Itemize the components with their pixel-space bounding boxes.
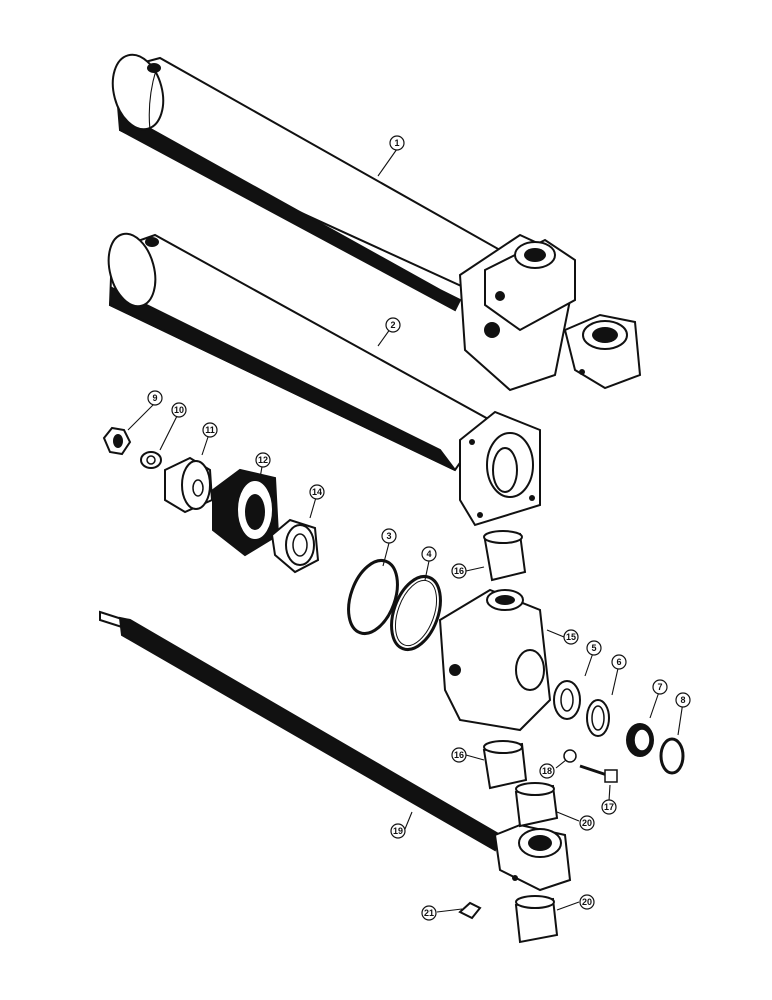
svg-text:15: 15 <box>566 632 576 642</box>
svg-text:18: 18 <box>542 766 552 776</box>
svg-text:10: 10 <box>174 405 184 415</box>
backup-ring-4 <box>390 575 442 651</box>
callout-7: 7 <box>652 679 668 695</box>
callouts: 1 2 3 4 5 6 7 8 9 10 11 12 14 15 16 16 1… <box>147 135 691 921</box>
svg-text:6: 6 <box>616 657 621 667</box>
cylinder-assembly-1 <box>111 53 642 392</box>
callout-19: 19 <box>390 823 406 839</box>
bushing-16-bottom <box>482 740 528 790</box>
svg-text:8: 8 <box>680 695 685 705</box>
bushing-16-top <box>483 530 527 582</box>
svg-text:20: 20 <box>582 897 592 907</box>
callout-20-top: 20 <box>579 815 595 831</box>
svg-text:2: 2 <box>390 320 395 330</box>
snap-ring-8 <box>659 737 685 775</box>
callout-20-bottom: 20 <box>579 894 595 910</box>
svg-text:9: 9 <box>152 393 157 403</box>
callout-9: 9 <box>147 390 163 406</box>
callout-16-top: 16 <box>451 563 467 579</box>
svg-text:3: 3 <box>386 531 391 541</box>
svg-text:17: 17 <box>604 802 614 812</box>
svg-text:14: 14 <box>312 487 322 497</box>
svg-text:7: 7 <box>657 682 662 692</box>
bushing-5 <box>553 680 581 720</box>
callout-21: 21 <box>421 905 437 921</box>
svg-text:21: 21 <box>424 908 434 918</box>
svg-text:4: 4 <box>426 549 431 559</box>
washer-10 <box>140 451 162 469</box>
callout-6: 6 <box>611 654 627 670</box>
callout-4: 4 <box>421 546 437 562</box>
callout-18: 18 <box>539 763 555 779</box>
cylinder-tube-2 <box>107 232 541 527</box>
piston-11 <box>164 456 214 514</box>
nut-9 <box>102 426 132 456</box>
svg-text:16: 16 <box>454 566 464 576</box>
callout-3: 3 <box>381 528 397 544</box>
wiper-7 <box>626 723 654 757</box>
svg-text:5: 5 <box>591 643 596 653</box>
grease-fitting-21 <box>458 901 482 920</box>
callout-5: 5 <box>586 640 602 656</box>
piston-rod-19 <box>99 610 572 892</box>
callout-16-bottom: 16 <box>451 747 467 763</box>
svg-text:19: 19 <box>393 826 403 836</box>
svg-text:20: 20 <box>582 818 592 828</box>
callout-12: 12 <box>255 452 271 468</box>
callout-8: 8 <box>675 692 691 708</box>
piston-seal-12 <box>212 468 280 557</box>
nut-18 <box>563 749 577 763</box>
callout-14: 14 <box>309 484 325 500</box>
o-ring-3 <box>347 559 399 635</box>
callout-10: 10 <box>171 402 187 418</box>
head-15 <box>438 588 552 732</box>
callout-15: 15 <box>563 629 579 645</box>
callout-17: 17 <box>601 799 617 815</box>
seal-6 <box>586 699 610 737</box>
svg-text:11: 11 <box>205 425 215 435</box>
callout-2: 2 <box>385 317 401 333</box>
svg-text:12: 12 <box>258 455 268 465</box>
svg-text:16: 16 <box>454 750 464 760</box>
callout-1: 1 <box>389 135 405 151</box>
callout-11: 11 <box>202 422 218 438</box>
bushing-20-bottom <box>514 895 559 944</box>
bushing-20-top <box>514 782 559 828</box>
bolt-17 <box>579 764 618 783</box>
gland-14 <box>270 518 320 574</box>
svg-text:1: 1 <box>394 138 399 148</box>
